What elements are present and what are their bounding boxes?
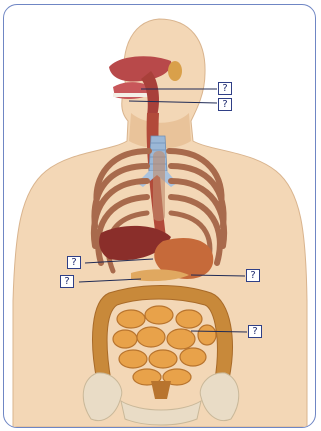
digestive-system-illustration — [4, 5, 316, 428]
teeth — [113, 93, 151, 97]
label-box-mouth[interactable]: ? — [218, 82, 232, 95]
label-box-stomach[interactable]: ? — [246, 269, 260, 282]
label-box-pharynx[interactable]: ? — [218, 98, 232, 111]
salivary-gland — [168, 61, 182, 81]
label-box-liver[interactable]: ? — [67, 256, 81, 269]
sternum — [153, 151, 165, 221]
diagram-frame: ? ? ? ? ? ? — [3, 4, 316, 428]
label-box-gallbladder[interactable]: ? — [60, 275, 74, 288]
label-box-small-intestine[interactable]: ? — [248, 325, 262, 338]
